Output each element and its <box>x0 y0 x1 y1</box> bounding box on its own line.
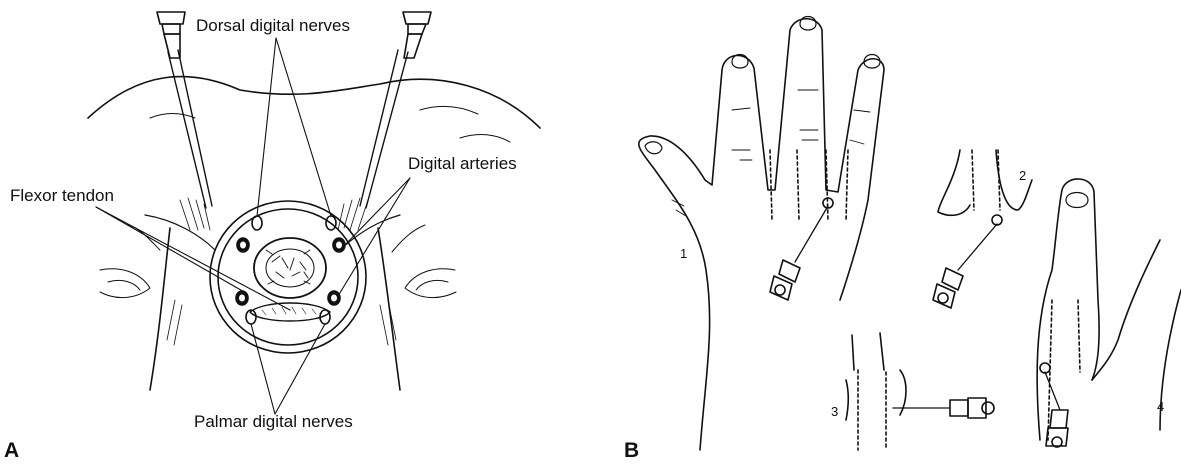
label-palmar-digital-nerves: Palmar digital nerves <box>194 412 353 432</box>
finger-skin-ring-outer <box>210 201 366 353</box>
dorsal-skin-contour <box>88 77 540 128</box>
step-label-2: 2 <box>1019 168 1026 183</box>
step-label-3: 3 <box>831 404 838 419</box>
finger-cross-section-diagram <box>88 12 540 414</box>
left-finger-outline <box>150 228 170 390</box>
panel-letter-a: A <box>4 439 19 463</box>
hand-injection-diagram <box>639 17 1181 451</box>
finger-detail-3 <box>852 333 884 370</box>
dorsal-nerve-left <box>252 216 262 230</box>
syringe-hub-2 <box>933 268 963 308</box>
right-finger-outline <box>378 228 400 390</box>
finger-detail-2 <box>938 150 970 215</box>
syringe-left <box>157 12 212 208</box>
phalanx-bone <box>254 238 326 298</box>
step-label-4: 4 <box>1157 399 1164 414</box>
step-label-1: 1 <box>680 246 687 261</box>
panel-letter-b: B <box>624 439 639 463</box>
syringe-hub-3 <box>950 398 994 418</box>
label-flexor-tendon: Flexor tendon <box>10 186 114 206</box>
finger-skin-ring-inner <box>218 209 358 345</box>
label-dorsal-digital-nerves: Dorsal digital nerves <box>196 16 350 36</box>
label-digital-arteries: Digital arteries <box>408 154 517 174</box>
flexor-tendon-shape <box>250 303 330 321</box>
finger-detail-4 <box>1037 179 1099 440</box>
syringe-hub-1 <box>770 260 800 300</box>
